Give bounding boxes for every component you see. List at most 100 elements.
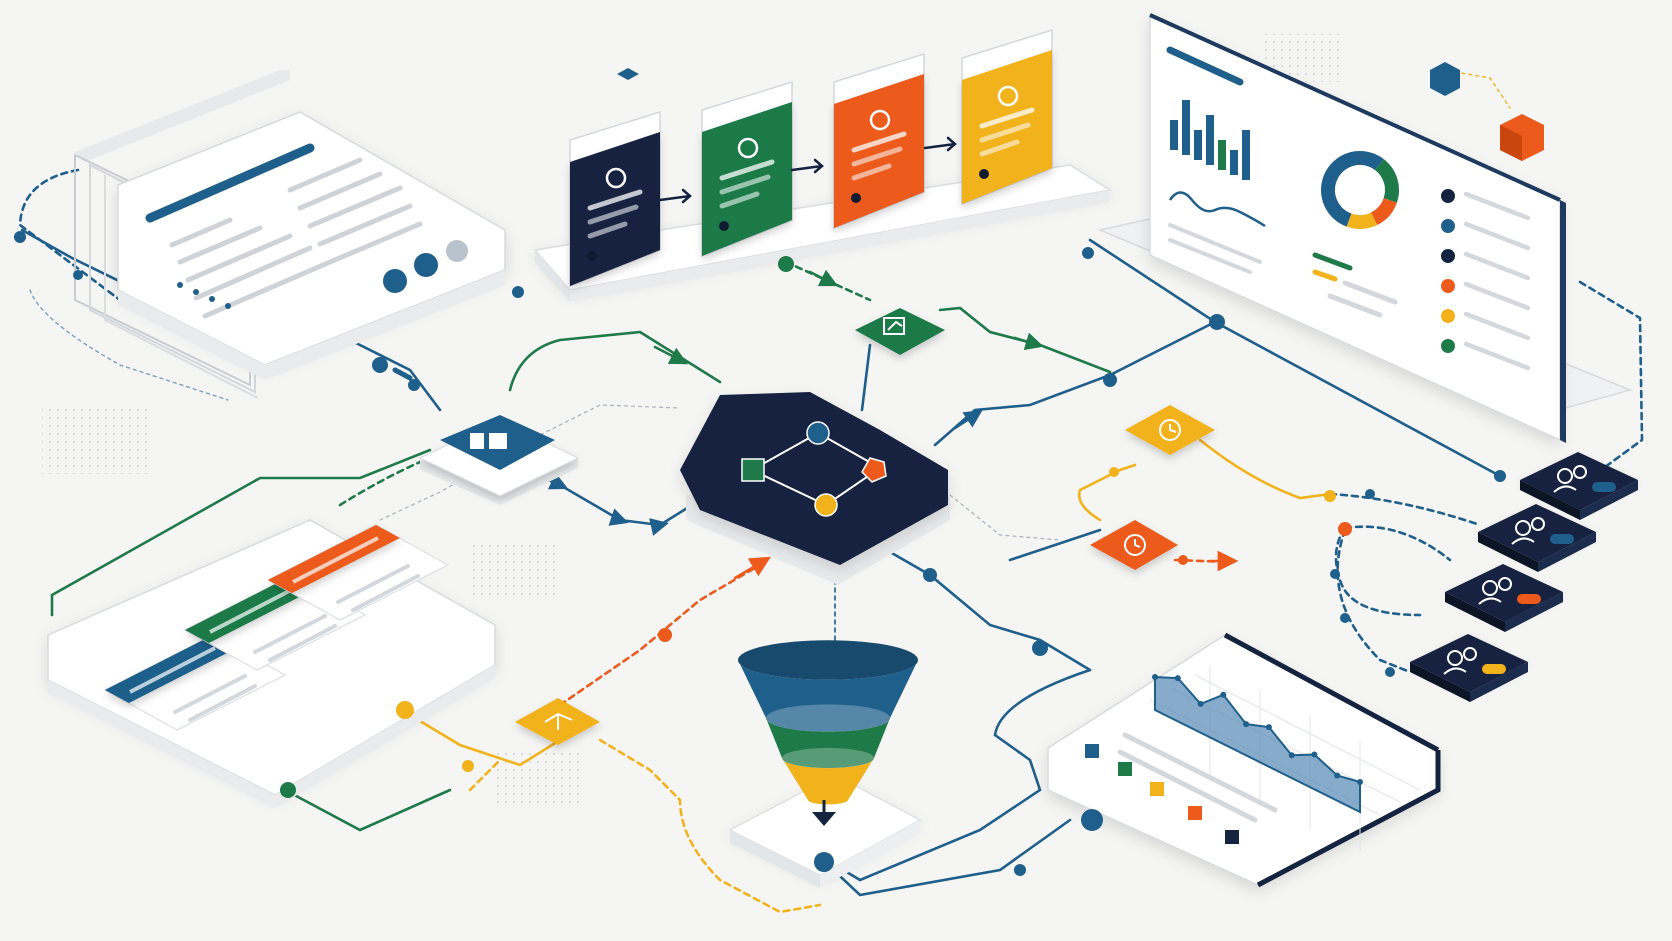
donut-segment-blue	[1321, 151, 1399, 229]
pipeline-card-face	[702, 102, 792, 256]
hub-node[interactable]	[680, 392, 950, 585]
left-node[interactable]	[418, 415, 580, 505]
junction-dot	[1082, 247, 1094, 259]
document-panel-edge	[118, 270, 505, 380]
workflow-graph-icon	[741, 421, 887, 517]
document-stack[interactable]	[74, 70, 506, 399]
dashboard-legend-line	[1463, 191, 1531, 221]
gear-node[interactable]	[855, 308, 945, 355]
gear-node-tile	[855, 308, 945, 355]
branch-node[interactable]	[515, 698, 600, 745]
dashboard-legend-line	[1463, 311, 1531, 341]
dashboard-legend	[1441, 189, 1531, 371]
pipeline-card-icon	[869, 109, 891, 131]
area-chart-point	[1265, 724, 1272, 731]
junction-dots	[14, 231, 1506, 876]
pipeline-tray-edge	[570, 190, 1110, 302]
dashboard-legend-dot	[1441, 309, 1455, 323]
junction-dot	[1385, 667, 1395, 677]
connector-pipeline-arrow	[808, 269, 839, 287]
connector-hub-arrow	[953, 410, 983, 430]
user-card[interactable]	[1520, 452, 1638, 520]
junction-dot	[778, 256, 794, 272]
junction-dot	[1324, 490, 1336, 502]
area-chart-point	[1174, 675, 1181, 682]
user-group-icon-head	[1515, 520, 1531, 536]
pipeline-card-dot	[979, 169, 989, 179]
user-card[interactable]	[1478, 504, 1596, 572]
hub-node-orange	[861, 457, 887, 483]
user-group-icon	[1553, 465, 1587, 493]
pipeline-card[interactable]	[961, 28, 1053, 206]
connector-yellow-branch	[468, 758, 502, 792]
dashboard-monitor[interactable]	[1097, 13, 1633, 443]
user-card-badge	[1482, 664, 1506, 674]
user-group-icon	[1478, 577, 1512, 605]
dashboard-legend-line	[1463, 251, 1531, 281]
tiles-panel[interactable]	[47, 519, 496, 808]
tile-card[interactable]	[266, 524, 450, 621]
funnel-stage	[738, 660, 918, 732]
user-card[interactable]	[1410, 634, 1528, 702]
document-icon	[470, 433, 507, 449]
connector-gear-arrow	[1013, 332, 1044, 351]
funnel-icon	[738, 640, 918, 805]
user-group-icon-head	[1498, 577, 1512, 591]
junction-dot	[1032, 640, 1048, 656]
dashboard-line-chart	[1168, 191, 1266, 228]
dashboard-bar	[1182, 100, 1190, 155]
funnel-node[interactable]	[728, 640, 922, 888]
tablet-legend-swatch	[1085, 744, 1099, 758]
pipeline-card[interactable]	[569, 110, 661, 288]
junction-dot	[512, 286, 524, 298]
tile-card-line	[253, 614, 327, 654]
tiles-panel-edge	[48, 665, 495, 808]
connector-join	[392, 367, 413, 381]
funnel-pedestal-edge	[820, 820, 920, 888]
pipeline-card[interactable]	[701, 80, 793, 258]
user-group-icon-body	[1443, 667, 1467, 675]
tablet-body	[1047, 634, 1439, 886]
area-chart-point	[1288, 752, 1295, 759]
area-chart-point	[1334, 772, 1341, 779]
chart-gear-icon-line	[887, 320, 903, 331]
user-card-edge	[1470, 662, 1528, 702]
chart-gear-icon	[883, 317, 905, 335]
user-group-icon	[1511, 517, 1545, 545]
stack-side	[104, 175, 259, 399]
user-cards	[1410, 452, 1638, 702]
pipeline-card-line	[587, 221, 628, 239]
connector-orange-hub	[558, 563, 762, 707]
pipeline-arrow	[790, 158, 824, 174]
dashboard-bar	[1194, 130, 1202, 160]
clock-icon-hands	[1169, 424, 1177, 433]
dashboard-legend-dot	[1441, 339, 1455, 353]
tablet-legend-swatch	[1150, 782, 1164, 796]
document-dot-gray	[446, 240, 468, 262]
user-card-face	[1478, 504, 1596, 562]
timer-node[interactable]	[1090, 520, 1178, 570]
pipeline-card[interactable]	[833, 52, 925, 230]
pipeline-card-icon	[997, 85, 1019, 107]
clock-node[interactable]	[1125, 405, 1215, 455]
document-dot-blue	[383, 269, 407, 293]
junction-dot	[1365, 489, 1375, 499]
connector-doc-to-node	[354, 341, 442, 412]
dashboard-donut	[1321, 151, 1399, 229]
user-group-icon-body	[1553, 485, 1577, 493]
dashboard-legend-line	[1463, 341, 1531, 371]
user-card[interactable]	[1445, 564, 1563, 632]
junction-dot	[1109, 467, 1119, 477]
pipeline-card-line	[587, 189, 643, 211]
junction-dot	[396, 701, 414, 719]
connector-dashboard-dashed	[1578, 280, 1644, 480]
junction-dot	[814, 852, 834, 872]
dashboard-legend-dot	[1441, 279, 1455, 293]
junction-dot	[1178, 555, 1188, 565]
user-group-icon-head	[1463, 647, 1477, 661]
tablet-frame-side	[1256, 750, 1441, 888]
area-chart-tablet[interactable]	[1047, 632, 1441, 888]
pipeline-arrow	[658, 188, 692, 204]
donut-segment-orange	[1321, 151, 1399, 229]
pipeline[interactable]	[533, 28, 1113, 302]
